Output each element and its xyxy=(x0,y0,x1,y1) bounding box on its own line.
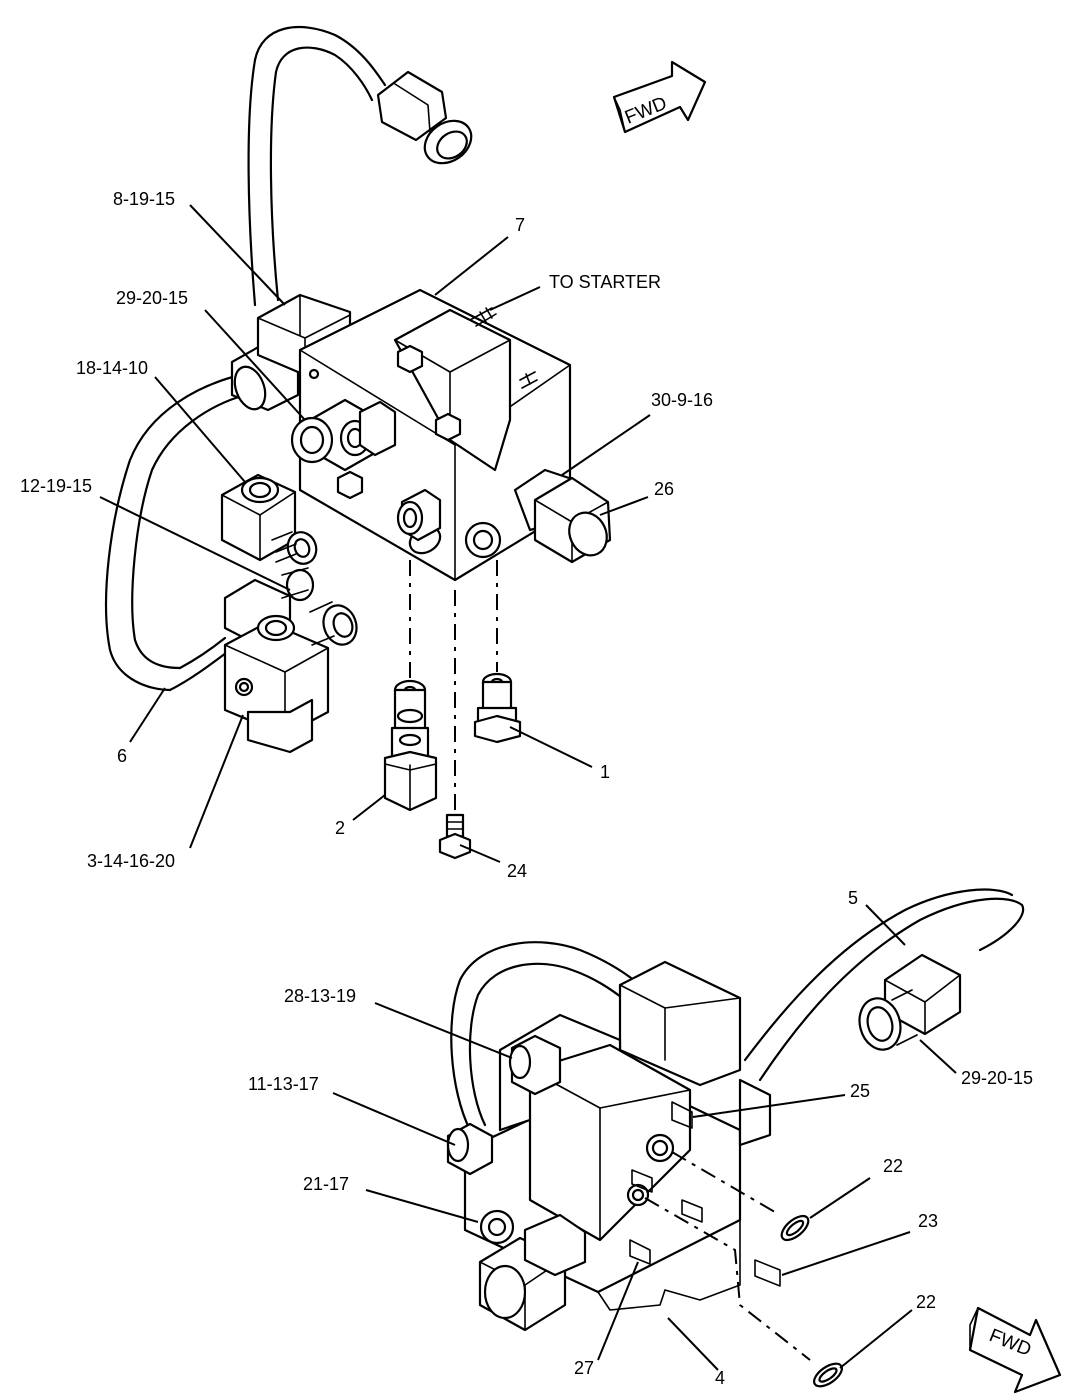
callout-27: 27 xyxy=(574,1358,594,1378)
fwd-arrow-lower: FWD xyxy=(968,1306,1062,1394)
upper-assembly: FWD xyxy=(104,25,707,860)
callout-12-19-15: 12-19-15 xyxy=(20,476,92,496)
callout-11-13-17: 11-13-17 xyxy=(248,1074,319,1094)
lower-assembly: FWD xyxy=(446,888,1062,1394)
callout-2: 2 xyxy=(335,818,345,838)
callout-to-starter: TO STARTER xyxy=(549,272,661,292)
end-plug-item-26 xyxy=(513,468,612,564)
callout-6: 6 xyxy=(117,746,127,766)
left-loop-tube xyxy=(104,373,247,692)
bolt-head xyxy=(396,344,424,374)
callout-5: 5 xyxy=(848,888,858,908)
callout-29-20-15: 29-20-15 xyxy=(961,1068,1033,1088)
callout-29-20-15: 29-20-15 xyxy=(116,288,188,308)
callout-22: 22 xyxy=(883,1156,903,1176)
bolt-head xyxy=(336,470,364,500)
fwd-arrow-upper: FWD xyxy=(612,60,707,134)
fwd-arrow-icon xyxy=(612,60,707,134)
callout-26: 26 xyxy=(654,479,674,499)
callout-21-17: 21-17 xyxy=(303,1174,349,1194)
callout-28-13-19: 28-13-19 xyxy=(284,986,356,1006)
callout-labels: 8-19-15 7 TO STARTER 29-20-15 18-14-10 3… xyxy=(20,189,1033,1388)
callout-23: 23 xyxy=(918,1211,938,1231)
valve-body-lower xyxy=(446,960,781,1332)
callout-25: 25 xyxy=(850,1081,870,1101)
fwd-arrow-icon xyxy=(968,1306,1062,1394)
callout-30-9-16: 30-9-16 xyxy=(651,390,713,410)
left-elbow-fitting xyxy=(230,293,352,412)
callout-8-19-15: 8-19-15 xyxy=(113,189,175,209)
callout-7: 7 xyxy=(515,215,525,235)
callout-1: 1 xyxy=(600,762,610,782)
callout-24: 24 xyxy=(507,861,527,881)
callout-4: 4 xyxy=(715,1368,725,1388)
cartridge-valve-item-2 xyxy=(383,679,438,812)
callout-18-14-10: 18-14-10 xyxy=(76,358,148,378)
exploded-parts-upper xyxy=(383,560,522,860)
callout-22: 22 xyxy=(916,1292,936,1312)
bolt-item-24 xyxy=(438,813,472,860)
left-fitting-cluster xyxy=(220,473,358,754)
bolt-head xyxy=(434,412,462,442)
leader-lines xyxy=(99,204,957,1371)
callout-3-14-16-20: 3-14-16-20 xyxy=(87,851,175,871)
valve-port-fittings xyxy=(290,398,442,542)
cartridge-valve-item-1 xyxy=(473,672,522,744)
upper-tube xyxy=(247,25,473,307)
